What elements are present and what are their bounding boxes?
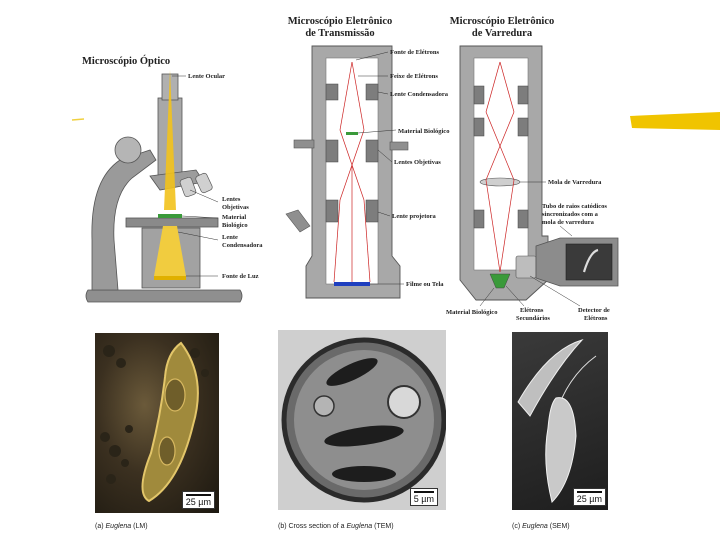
tem-label-condenser: Lente Condensadora [390, 91, 449, 98]
tem-lenses [325, 83, 379, 223]
tem-side-knob [285, 209, 311, 233]
tem-label-beam: Feixe de Elétrons [390, 73, 438, 80]
lm-scale-bar: 25 µm [181, 491, 215, 509]
lm-cell-drawing [100, 341, 209, 503]
microscope-diagrams: Microscópio Óptico Lente Ocular Lente [71, 16, 720, 322]
caption-sem-suffix: (SEM) [547, 523, 570, 530]
label-eyepiece: Lente Ocular [188, 73, 225, 80]
microscope-arm [91, 149, 157, 291]
sem-label-secondary-1: Elétrons [520, 307, 544, 314]
sem-label-crt-2: sincronizados com a [542, 211, 599, 218]
highlight-mark [71, 118, 85, 121]
tem-label-screen: Filme ou Tela [406, 281, 444, 288]
light-beam-lower [154, 226, 186, 276]
tem-title-line-2: de Transmissão [305, 28, 374, 39]
light-source [154, 276, 186, 280]
caption-sem: (c) Euglena (SEM) [512, 523, 570, 530]
sem-label-scan-coil: Mola de Varredura [548, 179, 602, 186]
caption-tem-suffix: (TEM) [372, 523, 394, 530]
caption-tem-species: Euglena [346, 523, 373, 530]
tem-label-objective: Lentes Objetivas [394, 159, 441, 166]
tem-screen [334, 282, 370, 286]
sem-specimen [489, 273, 511, 289]
label-light-source: Fonte de Luz [222, 273, 259, 280]
sem-label-secondary-2: Secundários [516, 315, 550, 322]
tem-cell-drawing [281, 337, 446, 503]
sem-label-lines [479, 181, 581, 307]
sem-lenses [473, 85, 529, 229]
tem-label-projector: Lente projetora [392, 213, 436, 220]
sem-label-specimen: Material Biológico [446, 309, 497, 316]
caption-lm-species: Euglena [105, 523, 132, 530]
tem-label-specimen: Material Biológico [398, 128, 449, 135]
microscope-stage [125, 217, 219, 228]
crt-euglena-image [582, 248, 599, 273]
tem-chloroplast [324, 425, 404, 447]
tem-title-line-1: Microscópio Eletrônico [288, 16, 393, 27]
lm-organelle [164, 378, 186, 412]
specimen-slide [158, 214, 182, 218]
microscope-base [85, 289, 243, 303]
sem-scale-bar: 25 µm [572, 488, 606, 506]
lm-euglena-body [141, 341, 199, 503]
tem-side-knob [389, 141, 409, 151]
sem-label-detector-1: Detector de [578, 307, 610, 314]
tem-diagram: Microscópio Eletrônico de Transmissão [285, 16, 449, 299]
caption-lm-prefix: (a) [95, 523, 104, 530]
crt-screen [565, 243, 613, 281]
sem-label-crt-3: mola de varredura [542, 219, 595, 226]
tem-label-source: Fonte de Elétrons [390, 49, 439, 56]
tem-specimen [346, 132, 358, 135]
caption-tem-prefix: (b) Cross section of a [278, 523, 345, 530]
tem-organelle [387, 385, 421, 419]
caption-lm: (a) Euglena (LM) [95, 523, 148, 530]
label-specimen-2: Biológico [222, 222, 248, 229]
caption-lm-suffix: (LM) [131, 523, 148, 530]
caption-tem: (b) Cross section of a Euglena (TEM) [278, 523, 394, 530]
light-beam-upper [164, 70, 176, 210]
light-microscope-diagram: Microscópio Óptico Lente Ocular Lente [82, 55, 263, 303]
sem-electron-beam [485, 61, 515, 273]
euglena-lm-photo: 25 µm [95, 333, 219, 513]
objective-lens [179, 176, 197, 198]
sem-euglena-body [545, 397, 577, 503]
sem-diagram: Microscópio Eletrônico de Varredura Mola… [446, 16, 619, 322]
label-condenser-1: Lente [222, 234, 238, 241]
tem-chloroplast [332, 466, 396, 482]
label-specimen-1: Material [222, 214, 246, 221]
sem-label-crt-1: Tubo de raios catódicos [542, 203, 607, 210]
sem-flagellum [561, 355, 597, 399]
electron-detector [515, 255, 537, 279]
tem-scale-bar: 5 µm [409, 488, 438, 506]
sem-euglena-body [517, 339, 584, 417]
euglena-sem-photo: 25 µm [512, 332, 608, 510]
tem-organelle [313, 395, 335, 417]
light-microscope-title: Microscópio Óptico [82, 55, 170, 67]
tem-label-lines [355, 51, 404, 285]
label-objective-2: Objetivas [222, 204, 249, 211]
tem-chloroplast [326, 358, 378, 386]
lm-organelle [158, 436, 176, 466]
label-condenser-2: Condensadora [222, 242, 263, 249]
sem-title-line-2: de Varredura [472, 28, 533, 39]
label-objective-1: Lentes [222, 196, 241, 203]
euglena-tem-photo: 5 µm [278, 330, 446, 510]
caption-sem-species: Euglena [522, 523, 548, 530]
sem-title-line-1: Microscópio Eletrônico [450, 16, 555, 27]
light-label-lines [172, 75, 219, 277]
tem-side-knob [293, 139, 315, 149]
focus-knob [114, 136, 142, 164]
tem-electron-beam [333, 61, 371, 283]
sem-label-detector-2: Elétrons [584, 315, 608, 322]
highlight-mark [630, 112, 720, 130]
caption-sem-prefix: (c) [512, 523, 521, 530]
objective-lens [195, 172, 213, 194]
lm-background-cells [100, 345, 209, 484]
sem-cell-drawing [517, 339, 597, 503]
